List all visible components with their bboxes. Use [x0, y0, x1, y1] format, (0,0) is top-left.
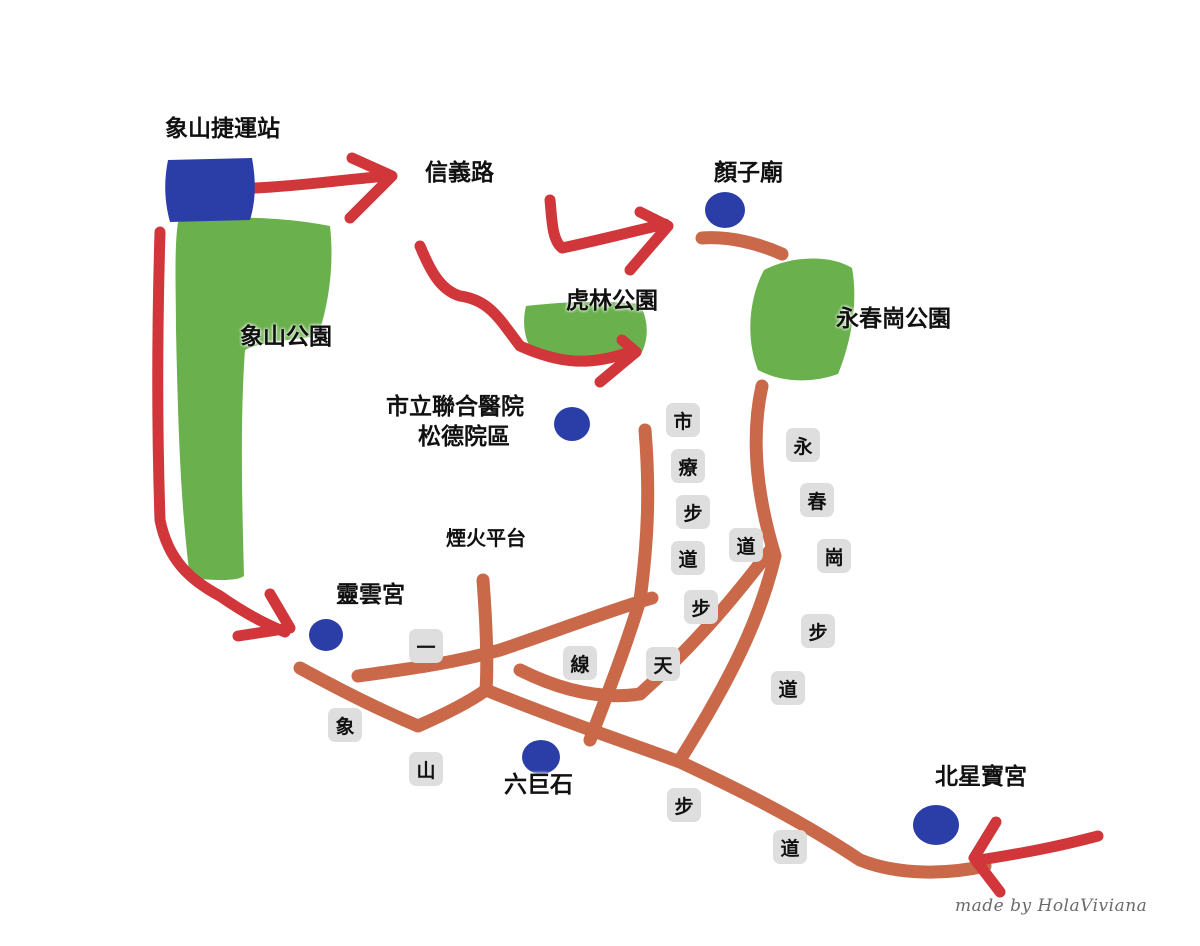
route-to-hulin-head: [594, 334, 642, 388]
route-to-xinyi-road: [249, 170, 394, 194]
route-to-hulin: [414, 240, 636, 367]
trail-yanzi: [695, 231, 789, 261]
trail-xiangshan: [293, 661, 992, 879]
yongchungang-park-label: 永春崗公園: [836, 306, 951, 332]
trail-char-dao: 道: [773, 830, 807, 864]
hospital-label-line1: 市立聯合醫院: [386, 394, 524, 420]
xinyi-road-label: 信義路: [425, 160, 494, 186]
six-giant-rocks-marker: [522, 740, 560, 774]
route-to-xinyi-road-head: [344, 152, 398, 224]
trail-char-shiliao-dao: 道: [671, 541, 705, 575]
yanzi-temple-marker: [705, 192, 745, 228]
trail-char-xiang: 象: [328, 708, 362, 742]
trail-shiliao: [583, 423, 655, 747]
xiangshan-park-label: 象山公園: [240, 324, 332, 350]
trail-network: [293, 231, 992, 879]
hulin-park-area: [524, 301, 647, 359]
yongchungang-park-area: [750, 258, 855, 381]
route-down-west-head: [232, 588, 296, 642]
lingyun-temple-marker: [309, 619, 343, 651]
trail-char-shiliao-bu: 步: [676, 495, 710, 529]
beixing-temple-marker: [913, 805, 959, 845]
lingyun-temple-label: 靈雲宮: [336, 582, 405, 608]
xiangshan-park-area: [175, 217, 332, 580]
point-markers: [165, 158, 959, 845]
fireworks-platform-label: 煙火平台: [446, 526, 526, 550]
route-to-yanzi: [544, 194, 671, 254]
route-from-beixing: [974, 830, 1104, 866]
trail-char-chun: 春: [800, 483, 834, 517]
trail-char-yongchun-dao: 道: [771, 671, 805, 705]
trail-char-tian: 天: [646, 647, 680, 681]
route-arrows: [152, 152, 1104, 898]
trail-char-liao: 療: [671, 449, 705, 483]
trail-char-xian: 線: [563, 646, 597, 680]
trail-char-yi: 一: [409, 629, 443, 663]
trail-yongchungang: [673, 379, 782, 767]
hospital-marker: [554, 407, 590, 441]
trail-char-separate-dao: 道: [729, 528, 763, 562]
trail-char-bu: 步: [667, 788, 701, 822]
trail-fireworks: [476, 573, 494, 697]
trail-char-yong: 永: [786, 428, 820, 462]
six-giant-rocks-label: 六巨石: [504, 772, 573, 798]
hospital-label-line2: 松德院區: [418, 424, 510, 450]
trail-char-gang: 崗: [817, 539, 851, 573]
route-from-beixing-head: [968, 816, 1006, 898]
trail-yixiantian-lower: [513, 541, 779, 703]
mrt-station-label: 象山捷運站: [165, 116, 280, 142]
beixing-temple-label: 北星寶宮: [935, 764, 1027, 790]
trail-yixiantian-upper: [351, 591, 659, 683]
trail-char-shan: 山: [409, 752, 443, 786]
credit-signature: made by HolaViviana: [955, 896, 1148, 916]
trail-char-shi: 市: [666, 403, 700, 437]
hulin-park-label: 虎林公園: [566, 288, 658, 314]
mrt-station-marker: [165, 158, 255, 222]
trail-char-yongchun-bu: 步: [801, 614, 835, 648]
route-down-west: [152, 226, 291, 638]
route-to-yanzi-head: [624, 206, 674, 276]
trail-char-shiliao-bu-2: 步: [684, 590, 718, 624]
yanzi-temple-label: 顏子廟: [714, 160, 783, 186]
